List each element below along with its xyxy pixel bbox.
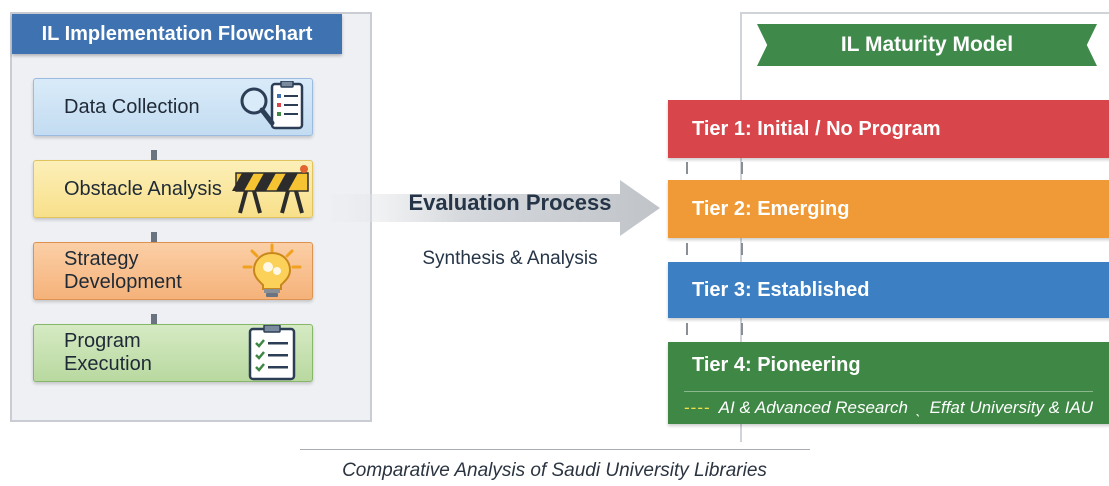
maturity-title: IL Maturity Model <box>757 24 1097 66</box>
connector-tick <box>741 162 743 174</box>
magnifier-clipboard-icon <box>232 79 312 135</box>
tier-2: Tier 2: Emerging <box>668 180 1109 238</box>
step-label: Data Collection <box>64 95 200 118</box>
evaluation-arrow <box>330 180 660 236</box>
step-strategy-development: Strategy Development <box>33 242 313 300</box>
evaluation-subtitle: Synthesis & Analysis <box>422 248 598 269</box>
tier-4-separator: ˎ <box>915 398 922 417</box>
flowchart-title: IL Implementation Flowchart <box>12 14 342 54</box>
connector-tick <box>741 323 743 335</box>
footer-divider <box>300 449 810 450</box>
evaluation-title: Evaluation Process <box>408 190 612 215</box>
tier-4-example: Effat University & IAU <box>929 398 1094 417</box>
connector-tick <box>686 162 688 174</box>
step-label: Obstacle Analysis <box>64 177 222 200</box>
connector-tick <box>686 323 688 335</box>
tier-1: Tier 1: Initial / No Program <box>668 100 1109 158</box>
tier-4-label: Tier 4: Pioneering <box>692 354 861 376</box>
step-label: Strategy Development <box>64 248 182 293</box>
connector-tick <box>686 243 688 255</box>
step-obstacle-analysis: Obstacle Analysis <box>33 160 313 218</box>
step-program-execution: Program Execution <box>33 324 313 382</box>
tier-4-topic: AI & Advanced Research <box>718 398 908 417</box>
tier-3: Tier 3: Established <box>668 262 1109 318</box>
connector-tick <box>741 243 743 255</box>
lightbulb-icon <box>232 243 312 299</box>
step-label: Program Execution <box>64 330 152 375</box>
tier-4: Tier 4: Pioneering ---- AI & Advanced Re… <box>668 342 1109 424</box>
tier-4-detail: ---- AI & Advanced Research ˎ Effat Univ… <box>684 391 1094 418</box>
checklist-icon <box>232 325 312 381</box>
footer-caption: Comparative Analysis of Saudi University… <box>342 460 767 481</box>
dash-lead: ---- <box>684 398 711 417</box>
step-data-collection: Data Collection <box>33 78 313 136</box>
barrier-icon <box>232 161 312 217</box>
